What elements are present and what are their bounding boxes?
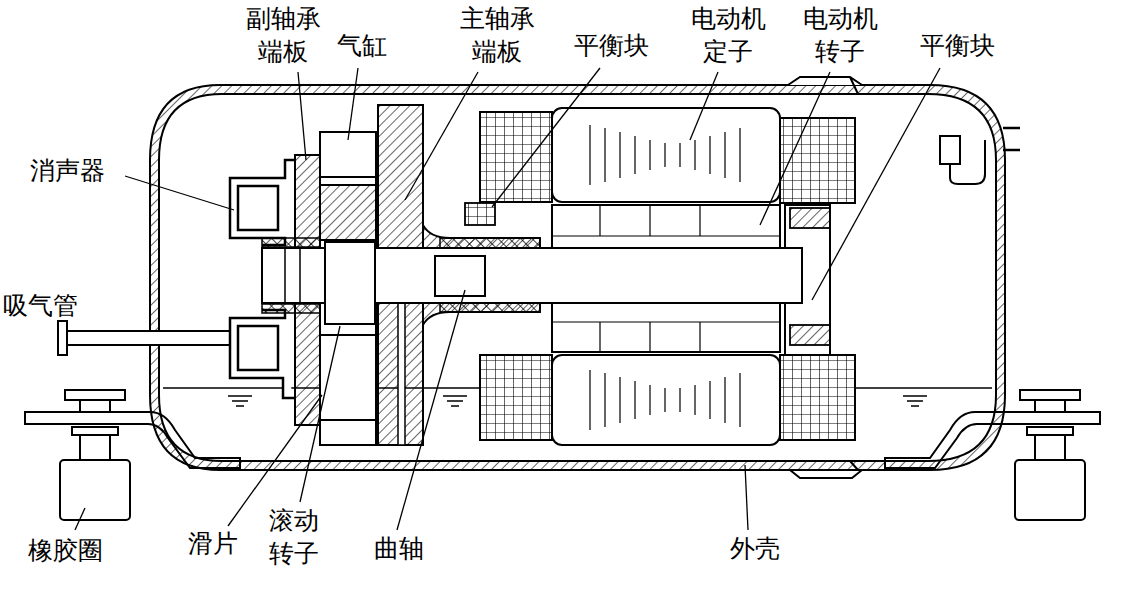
bolt-spacer xyxy=(1035,400,1065,412)
muffler-chamber xyxy=(238,186,278,230)
cylinder-block xyxy=(320,420,376,445)
washer xyxy=(1027,427,1073,435)
part-label: 外壳 xyxy=(730,533,780,566)
part-label: 平衡块 xyxy=(920,30,995,63)
cylinder xyxy=(320,132,376,445)
leader-line xyxy=(300,326,340,502)
leader-line xyxy=(690,72,718,140)
leader-line xyxy=(760,72,830,225)
rubber-ring xyxy=(1015,460,1085,520)
part-label: 吸气管 xyxy=(3,290,78,323)
part-label: 滚动 转子 xyxy=(266,505,321,570)
rubber-ring xyxy=(60,460,130,520)
leader-line xyxy=(348,68,358,140)
balance-block xyxy=(465,203,495,225)
winding xyxy=(480,112,552,202)
terminal xyxy=(940,136,960,164)
part-label: 橡胶圈 xyxy=(28,535,103,568)
part-label: 滑片 xyxy=(188,528,238,561)
bearing-bush xyxy=(262,304,320,313)
leader-line xyxy=(125,176,234,210)
plate-groove xyxy=(398,300,405,445)
leader-line xyxy=(745,465,748,530)
balance-block xyxy=(790,208,830,228)
shell-seam xyxy=(790,461,862,478)
leader-lines xyxy=(75,68,940,530)
part-label: 主轴承 端板 xyxy=(457,3,537,68)
winding xyxy=(480,355,552,440)
stator-core xyxy=(552,355,780,445)
oil-hole xyxy=(435,256,485,296)
leader-line xyxy=(812,68,940,300)
oil-symbol xyxy=(443,396,467,406)
wire xyxy=(950,140,985,184)
suction-pipe xyxy=(66,331,234,345)
muffler-shell xyxy=(230,310,295,398)
muffler-shell xyxy=(230,160,295,245)
oil-symbol xyxy=(228,396,252,406)
bearing-bush xyxy=(262,238,320,247)
part-label: 消声器 xyxy=(30,155,105,188)
suction-pipe-cap xyxy=(58,321,67,355)
winding xyxy=(780,355,855,440)
part-label: 平衡块 xyxy=(574,30,649,63)
shaft-step xyxy=(285,248,300,303)
leader-line xyxy=(405,72,478,200)
rolling-rotor xyxy=(325,242,375,324)
part-label: 电动机 转子 xyxy=(800,3,880,68)
part-label: 曲轴 xyxy=(374,533,424,566)
bearing-hub xyxy=(423,302,540,325)
shell-wall xyxy=(150,85,1005,470)
leader-line xyxy=(75,508,85,530)
shell-seam xyxy=(788,77,862,94)
part-label: 气缸 xyxy=(337,30,387,63)
leader-line xyxy=(397,290,465,530)
stator-core xyxy=(552,108,780,202)
bolt-body xyxy=(1035,435,1065,460)
muffler-chamber xyxy=(238,326,278,370)
winding xyxy=(780,118,855,203)
bolt-cap xyxy=(1020,390,1080,400)
bearing-hub xyxy=(423,225,540,248)
bearing-bush xyxy=(440,238,540,248)
bolt-spacer xyxy=(80,400,110,412)
leader-line xyxy=(492,68,600,207)
cylinder-section xyxy=(320,185,376,240)
terminal-pin xyxy=(1003,128,1020,150)
washer xyxy=(72,427,118,435)
bolt-cap xyxy=(65,390,125,400)
leader-line xyxy=(298,72,306,160)
oil-line xyxy=(855,387,992,388)
oil-symbol xyxy=(903,396,927,406)
part-label: 副轴承 端板 xyxy=(243,3,323,68)
part-label: 电动机 定子 xyxy=(688,3,768,68)
bolt-body xyxy=(80,435,110,460)
balance-block xyxy=(790,325,830,345)
